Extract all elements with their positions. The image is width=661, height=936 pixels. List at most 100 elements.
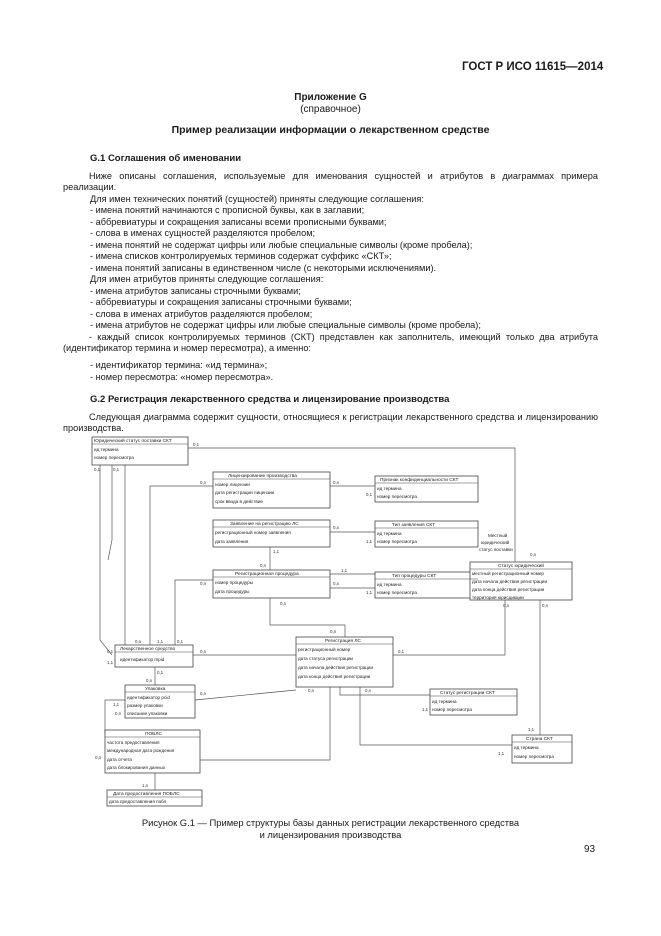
appendix-title: Приложение G <box>294 92 367 103</box>
convention-line: - имена понятий начинаются с прописной б… <box>90 205 365 215</box>
cardinality-label: 0,1 <box>398 649 405 654</box>
entity-attr: территория юрисдикции <box>472 595 524 600</box>
cardinality-label: 0,1 <box>113 467 120 472</box>
section-2-heading: G.2 Регистрация лекарственного средства … <box>90 394 450 405</box>
entity-box <box>374 571 479 599</box>
cardinality-label: 0,n <box>333 480 340 485</box>
cardinality-label: 0,n <box>280 601 287 606</box>
cardinality-label: 0,n <box>333 581 340 586</box>
entity-attr: регистрационный номер заявления <box>215 529 291 535</box>
entity-attr: дата заявления <box>215 539 249 544</box>
cardinality-label: 0,n <box>146 678 153 683</box>
cardinality-label: 1,1 <box>366 539 373 544</box>
cardinality-label: 0,n <box>260 563 267 568</box>
entity-attr: дата предоставления побл <box>109 799 167 804</box>
entity-title: Признак конфиденциальности СКТ <box>380 477 459 483</box>
convention-line: - имена списков контролируемых терминов … <box>90 251 392 261</box>
entity-attr: ид термина <box>377 582 402 587</box>
entity-attr: частота предоставления <box>107 740 160 745</box>
cardinality-label: 0,n <box>200 581 207 586</box>
entity-title: Статус юридический <box>498 562 544 569</box>
entity-title: Статус регистрации СКТ <box>440 690 495 696</box>
connector <box>339 687 430 696</box>
entity-title: Заявление на регистрацию ЛС <box>230 521 299 527</box>
entity-attr: номер пересмотра <box>432 707 472 712</box>
convention-line: - аббревиатуры и сокращения записаны все… <box>90 217 387 227</box>
entity-attr: номер процедуры <box>215 580 253 585</box>
cardinality-label: 0,1 <box>366 492 373 497</box>
connector <box>200 687 331 761</box>
cardinality-label: 1,1 <box>528 727 535 732</box>
entity-box <box>374 475 479 503</box>
entity-box <box>212 471 331 509</box>
standard-header: ГОСТ Р ИСО 11615—2014 <box>462 61 604 73</box>
entity-title: Упаковка <box>145 686 166 692</box>
entity-title: Регистрационная процедура <box>235 571 299 577</box>
entity-attr: дата статуса регистрации <box>298 656 353 661</box>
connector <box>104 699 125 735</box>
entity-attr: ид термина <box>432 699 457 704</box>
entity-attr: дата конца действия регистрации <box>472 586 545 592</box>
cardinality-label: 0,n <box>95 755 102 760</box>
entity-attr: регистрационный номер <box>298 646 351 652</box>
convention-line: - имена понятий не содержат цифры или лю… <box>90 240 473 250</box>
entity-attr: дата регистрации лицензии <box>215 490 275 495</box>
entity-attr: ид термина <box>377 531 402 536</box>
cardinality-label: 1,1 <box>341 568 348 573</box>
entity-box <box>469 561 573 601</box>
cardinality-label: 0,n <box>135 639 142 644</box>
entity-attr: номер пересмотра <box>377 590 417 595</box>
entity-title: Лицензирование производства <box>228 473 297 479</box>
entity-box <box>106 789 203 807</box>
entity-attr: ид термина <box>377 486 402 491</box>
entity-title: Страна СКТ <box>526 736 553 742</box>
entity-box <box>212 569 331 599</box>
entity-title: Юридический статус поставки СКТ <box>94 437 172 444</box>
convention-line: Для имен атрибутов приняты следующие сог… <box>90 274 324 284</box>
entity-title: Тип процедуры СКТ <box>392 573 436 579</box>
entity-attr: дата начала действия регистрации <box>298 664 373 670</box>
cardinality-label: 0,n <box>200 691 207 696</box>
convention-line: - имена понятий записаны в единственном … <box>90 263 437 273</box>
entity-attr: номер пересмотра <box>377 494 417 499</box>
cardinality-label: 1,1 <box>157 639 164 644</box>
cardinality-label: 0,n <box>542 603 549 608</box>
entity-attr: идентификатор mpid <box>120 657 165 662</box>
entity-box <box>511 734 573 764</box>
entity-box <box>429 688 518 716</box>
connector <box>393 600 506 656</box>
connector <box>188 447 516 562</box>
convention-line: - слова в именах сущностей разделяются п… <box>90 228 316 238</box>
entity-attr: номер пересмотра <box>94 455 134 460</box>
cardinality-label: 1,n <box>142 783 149 788</box>
cardinality-label: 0,1 <box>193 442 200 447</box>
cardinality-label: 0,n <box>503 603 510 608</box>
entity-attr: дата отчета <box>107 757 132 762</box>
cardinality-label: 0,n <box>115 711 122 716</box>
connector <box>99 465 113 656</box>
figure-caption-line-2: и лицензирования производства <box>259 829 402 840</box>
cardinality-label: 1,1 <box>113 702 120 707</box>
connector <box>107 465 113 561</box>
entity-title: Лекарственное средство <box>120 646 176 652</box>
convention-line: - аббревиатуры и сокращения записаны стр… <box>90 297 352 307</box>
connector <box>149 485 213 645</box>
entity-attr: дата блокирования данных <box>107 765 166 770</box>
entity-attr: описание упаковки <box>127 711 168 716</box>
cardinality-label: 1,1 <box>422 707 429 712</box>
section-2-intro: Следующая диаграмма содержит сущности, о… <box>63 412 598 434</box>
section-1-intro: Ниже описаны соглашения, используемые дл… <box>63 171 598 193</box>
convention-line: - номер пересмотра: «номер пересмотра». <box>90 372 274 382</box>
entity-attr: местный регистрационный номер <box>472 570 544 576</box>
convention-line: - имена атрибутов не содержат цифры или … <box>90 320 481 330</box>
entity-attr: ид термина <box>94 447 119 452</box>
cardinality-label: 0,n <box>365 688 372 693</box>
skt-paragraph: - каждый список контролируемых терминов … <box>63 332 598 354</box>
cardinality-label: 0,1 <box>157 670 164 675</box>
figure-caption-line-1: Рисунок G.1 — Пример структуры базы данн… <box>141 817 520 828</box>
entity-attr: номер пересмотра <box>514 754 554 759</box>
entity-box <box>91 436 189 466</box>
cardinality-label: 1,1 <box>107 660 114 665</box>
cardinality-label: 1,1 <box>366 590 373 595</box>
